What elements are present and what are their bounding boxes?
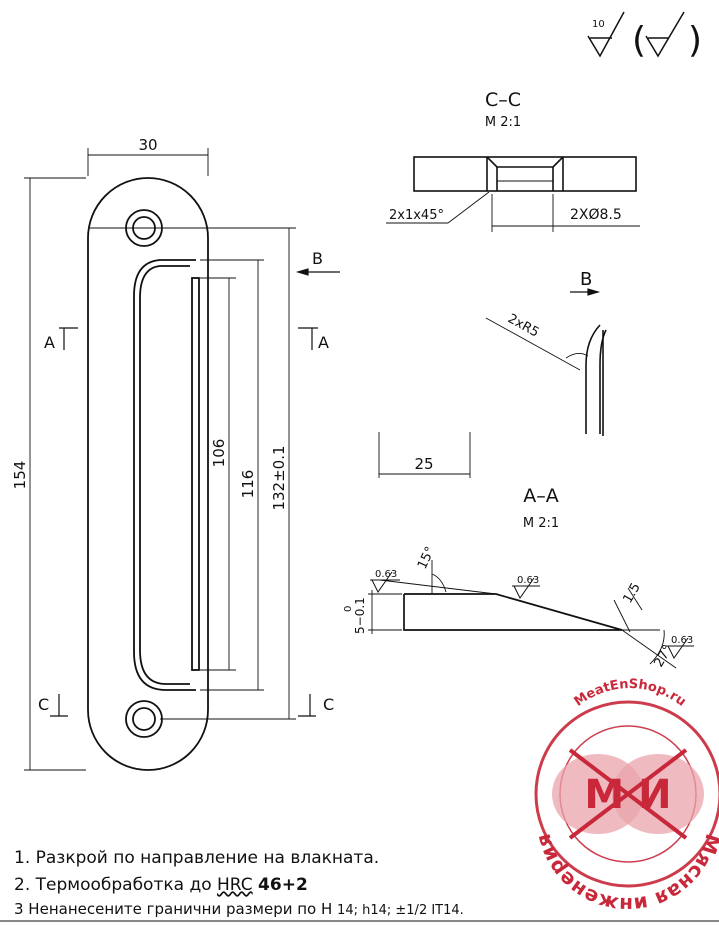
hole-diameter-label: 2XØ8.5 [570, 207, 622, 223]
section-cc-scale: M 2:1 [485, 115, 521, 130]
note-3-prefix: 3 Ненанесените гранични размери по H [14, 900, 333, 918]
angle-15: 15° [415, 544, 438, 571]
roughness-0-63-b: 0.63 [517, 575, 539, 586]
front-view-holes [125, 209, 163, 738]
front-view-outline [87, 177, 209, 771]
view-b-leader [485, 317, 589, 371]
note-3-suffix: 14; h14; ±1/2 IT14. [337, 903, 464, 918]
section-cc-view [413, 156, 637, 192]
view-b-profile [585, 324, 607, 436]
label-c-right: C [323, 695, 334, 714]
chamfer-label: 2x1x45° [389, 208, 444, 223]
section-aa-scale: M 2:1 [523, 516, 559, 531]
dim-154: 154 [11, 461, 29, 490]
dim-30: 30 [138, 136, 157, 154]
dim-116: 116 [239, 470, 257, 499]
roughness-0-63-c: 0.63 [671, 635, 693, 646]
roughness-paren-close: ) [688, 20, 702, 61]
section-aa-roughness-symbols [370, 571, 694, 659]
view-b-title: B [580, 269, 592, 290]
front-view-dimensions [24, 148, 296, 771]
thickness-upper-tol: 0 [343, 606, 354, 612]
roughness-paren-open: ( [632, 20, 646, 61]
thickness-dim: 5−0.1 [353, 597, 367, 634]
section-aa-title: A–A [523, 485, 559, 507]
label-a-right: A [318, 333, 329, 352]
note-2: 2. Термообработка до HRC 46+2 [14, 875, 308, 895]
section-aa-profile [403, 593, 623, 631]
note-2-prefix: 2. Термообработка до [14, 875, 218, 895]
note-2-value: 46+2 [258, 875, 308, 895]
section-aa-dimensions [368, 560, 677, 669]
dim-132: 132±0.1 [270, 445, 288, 510]
dim-25-lines [378, 432, 471, 478]
note-2-hrc: HRC [217, 875, 253, 895]
view-b-arrow [570, 288, 601, 296]
note-1: 1. Разкрой по направление на влакната. [14, 848, 380, 868]
roughness-value: 10 [592, 19, 605, 30]
edge-dim-1-5: 1.5 [620, 581, 643, 606]
section-markers [50, 268, 340, 717]
label-c-left: C [38, 695, 49, 714]
note-3: 3 Ненанесените гранични размери по H 14;… [14, 900, 464, 918]
section-cc-dimensions [386, 191, 640, 232]
watermark-logo: М И MeatEnShop.ru Мясная инженерия [531, 677, 719, 917]
logo-letters: М И [584, 772, 671, 818]
general-roughness-symbol [587, 11, 685, 58]
radius-label: 2xR5 [505, 311, 541, 340]
section-cc-title: C–C [485, 89, 521, 111]
dim-25: 25 [414, 455, 433, 473]
label-b: B [312, 249, 323, 268]
dim-106: 106 [210, 439, 228, 468]
roughness-0-63-a: 0.63 [375, 569, 397, 580]
label-a-left: A [44, 333, 55, 352]
